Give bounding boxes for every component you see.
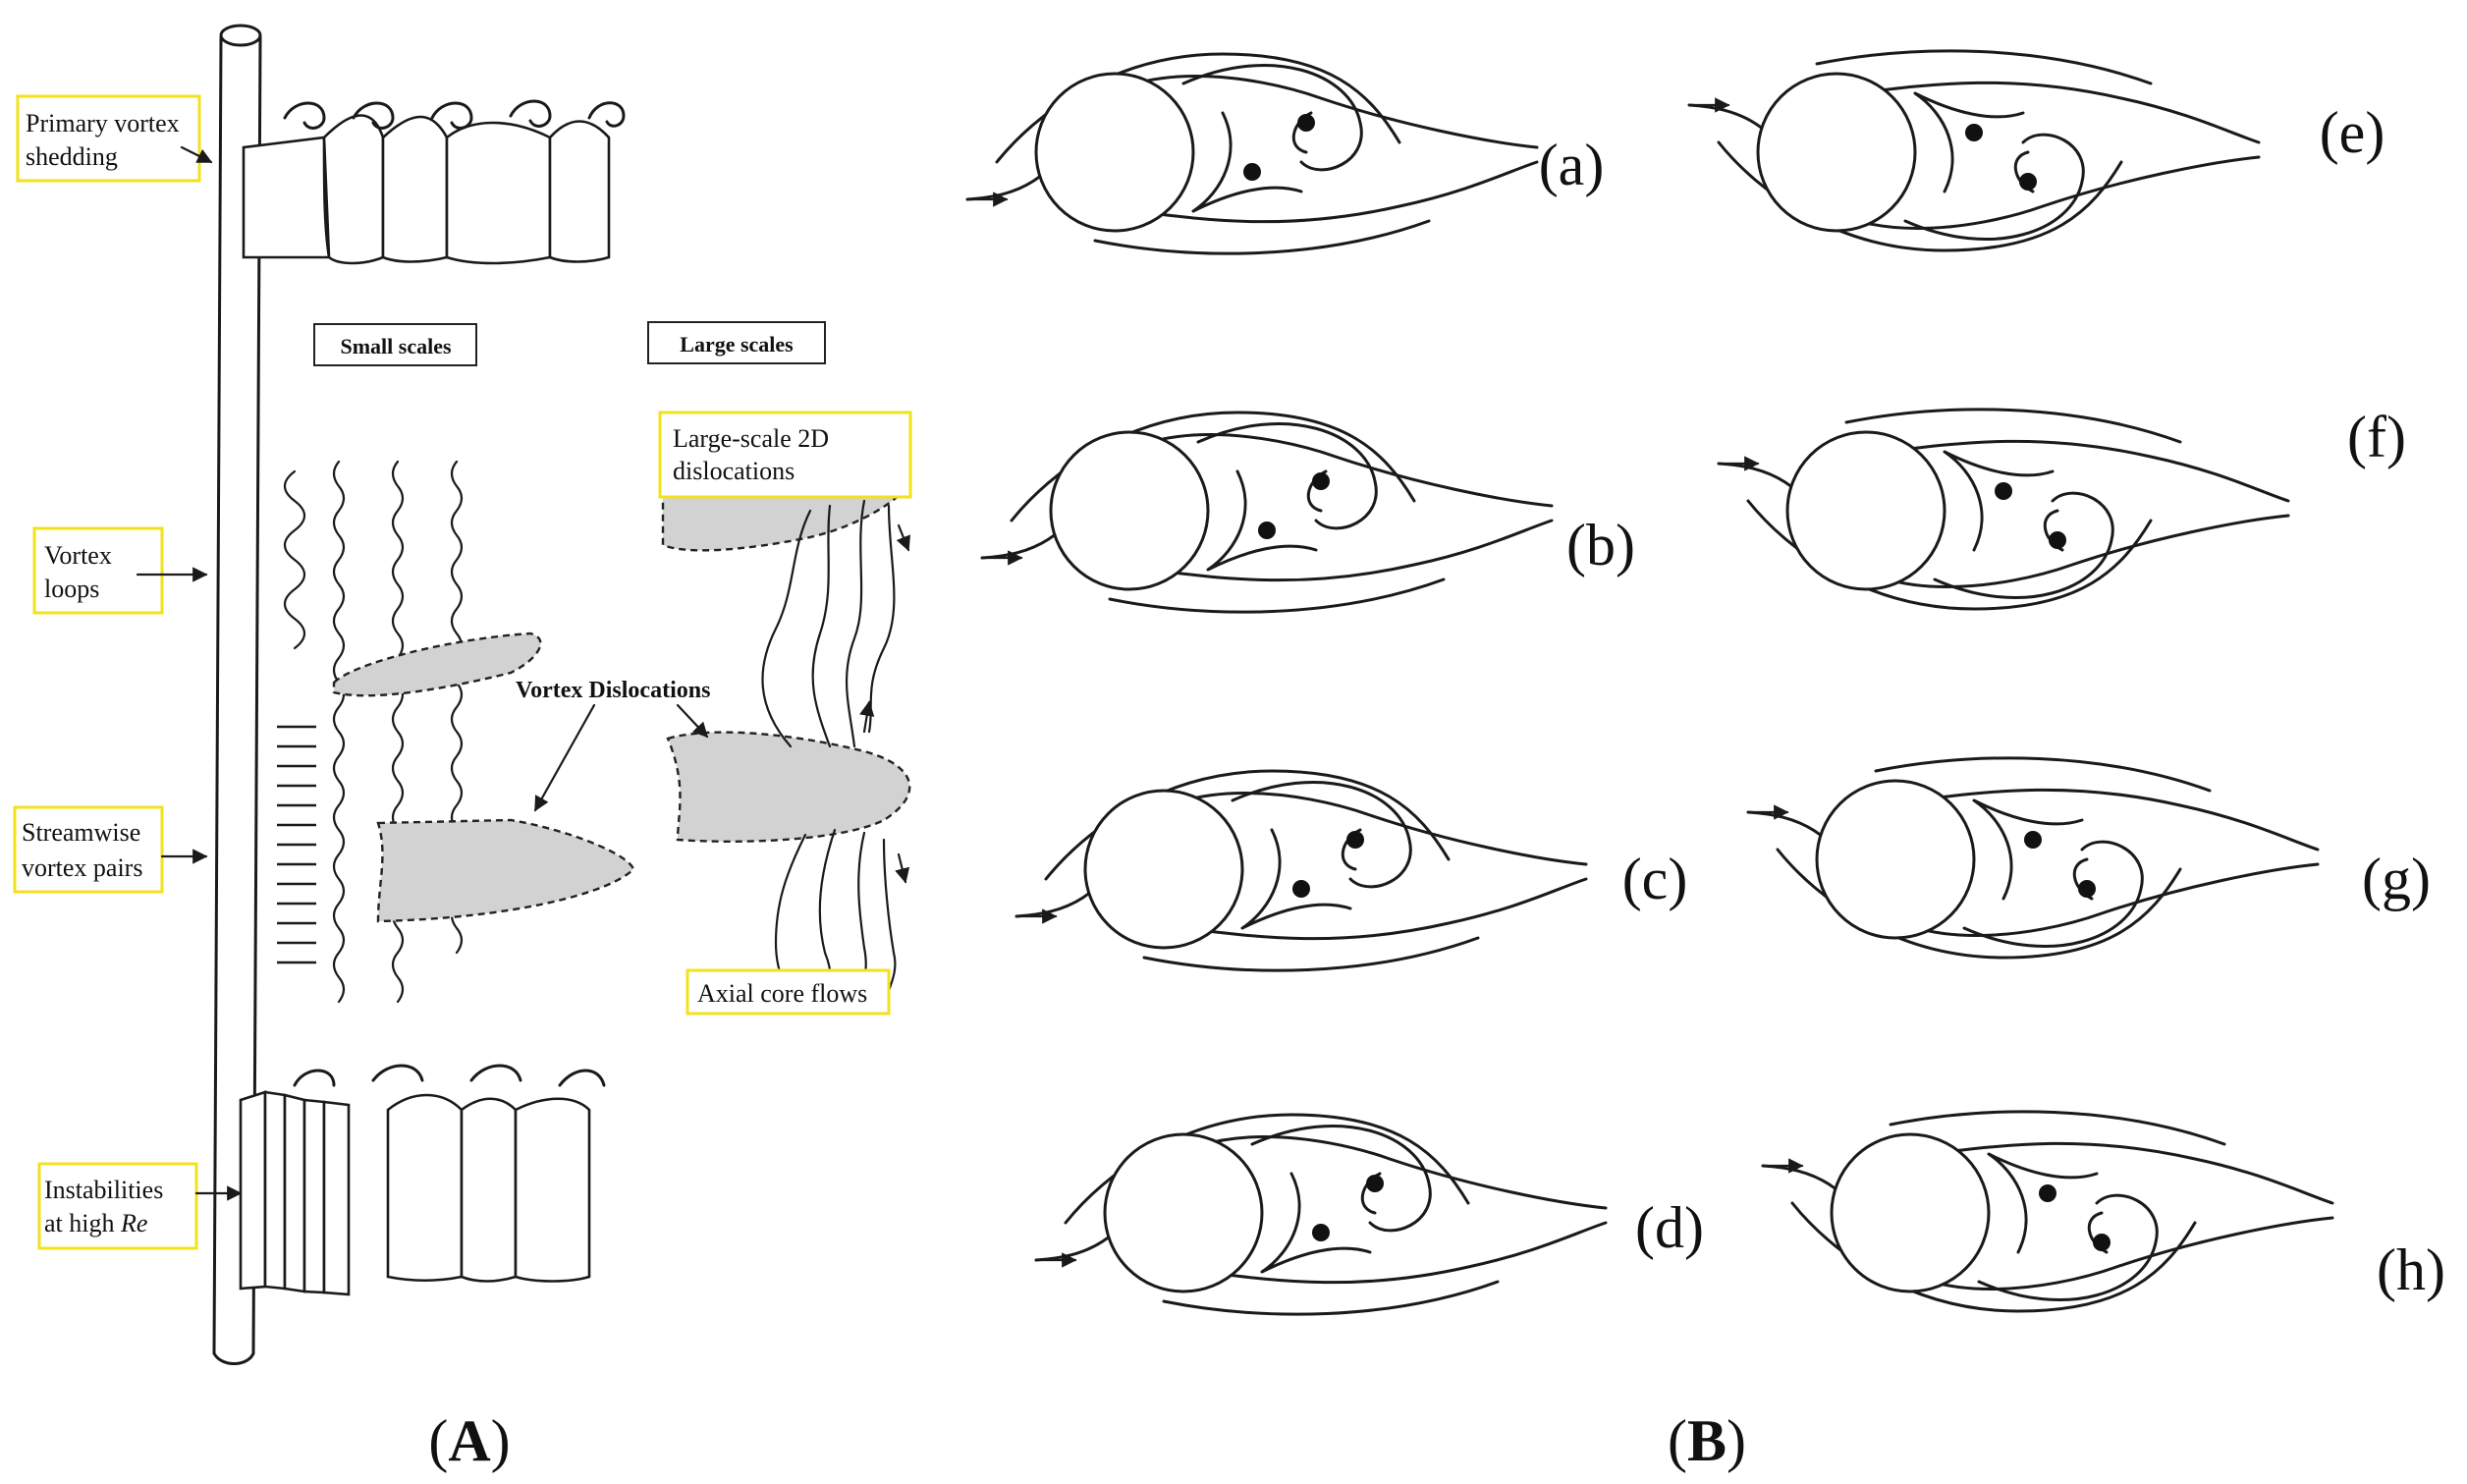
streamwise-vortex-dashes <box>277 725 316 964</box>
label-streamwise-line2: vortex pairs <box>22 853 142 882</box>
label-box-loops <box>32 526 164 615</box>
dislocation-blob-large-1 <box>661 489 906 552</box>
subfigure-label-c: (c) <box>1622 847 1688 911</box>
wake-diagram-e <box>1689 51 2259 250</box>
panel-a-tag: (A) <box>428 1408 510 1473</box>
label-streamwise-line1: Streamwise <box>22 818 140 847</box>
large-scales-header: Large scales <box>680 332 794 357</box>
small-scales-header: Small scales <box>340 334 451 358</box>
wake-diagram-a <box>967 54 1537 253</box>
subfigure-label-g: (g) <box>2362 847 2431 911</box>
wake-diagram-g <box>1748 758 2318 958</box>
label-box-streamwise <box>13 805 164 894</box>
label-box-instab <box>37 1162 198 1250</box>
label-vortex-dislocations: Vortex Dislocations <box>516 678 710 703</box>
wake-diagram-b <box>982 412 1552 612</box>
panel-b: (a) (b) (c) (d) (e) (f) (g) (h) (B) <box>967 51 2445 1473</box>
dislocation-blob-small-1 <box>332 632 542 697</box>
wake-diagram-h <box>1763 1112 2332 1311</box>
dislocation-blob-small-2 <box>376 818 635 923</box>
label-box-large2d <box>658 411 912 499</box>
small-scale-wavy-lines <box>283 460 464 1004</box>
panel-b-tag: (B) <box>1668 1408 1746 1473</box>
label-loops-line1: Vortex <box>44 541 112 570</box>
wake-diagram-c <box>1016 771 1586 970</box>
subfigure-label-e: (e) <box>2320 100 2385 165</box>
subfigure-label-a: (a) <box>1539 133 1605 197</box>
large-scales-box <box>647 321 826 364</box>
label-large2d-line2: dislocations <box>673 457 795 485</box>
label-box-primary <box>16 94 201 183</box>
label-instab-line1: Instabilities <box>44 1176 163 1204</box>
subfigure-label-b: (b) <box>1566 513 1635 577</box>
subfigure-label-f: (f) <box>2347 405 2406 469</box>
label-box-axial <box>685 968 891 1016</box>
primary-vortex-sheet <box>242 99 626 265</box>
dislocation-blob-large-2 <box>666 731 911 843</box>
wake-diagram-d <box>1036 1115 1606 1314</box>
label-axial: Axial core flows <box>697 979 867 1008</box>
subfigure-label-d: (d) <box>1635 1195 1704 1260</box>
wake-diagram-f <box>1719 410 2288 609</box>
label-primary-line2: shedding <box>26 142 118 171</box>
label-primary-line1: Primary vortex <box>26 109 180 137</box>
label-loops-line2: loops <box>44 575 99 603</box>
instability-sheet <box>239 1064 606 1296</box>
label-instab-line2: at high Re <box>44 1209 147 1237</box>
subfigure-label-h: (h) <box>2377 1237 2445 1302</box>
small-scales-box <box>313 323 477 366</box>
panel-a: Small scales Large scales Primary vortex… <box>13 24 912 1473</box>
label-large2d-line1: Large-scale 2D <box>673 424 829 453</box>
